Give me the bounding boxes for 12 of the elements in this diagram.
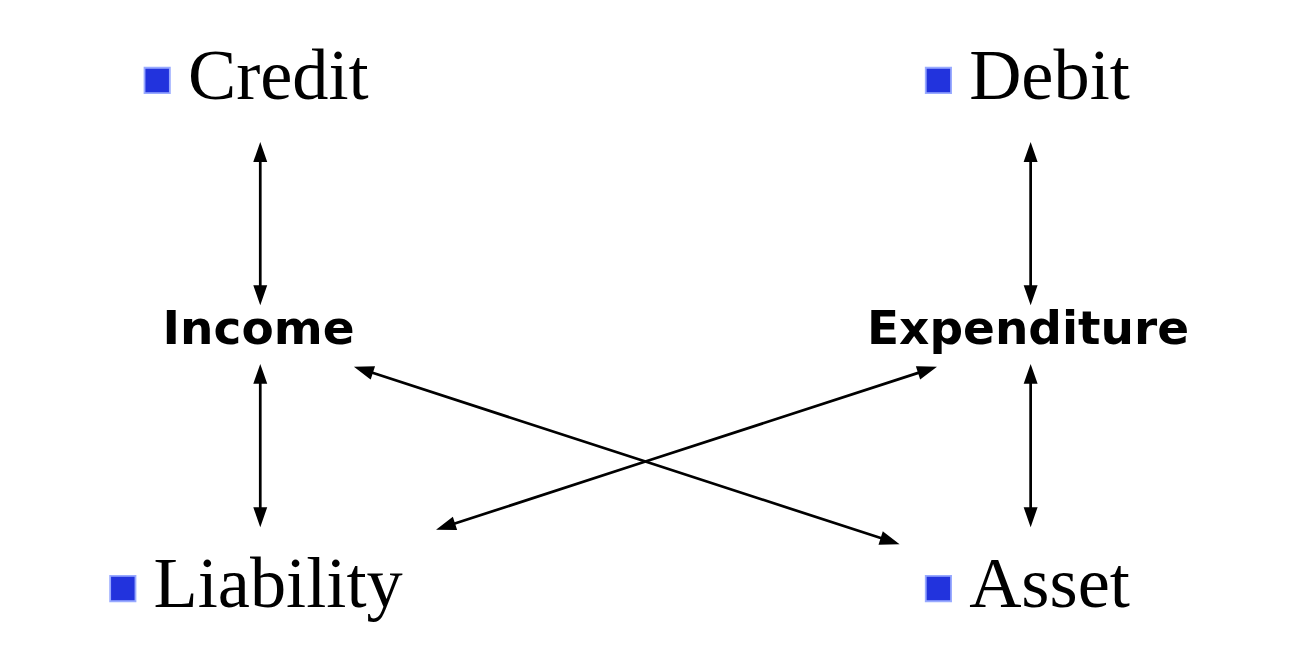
arrow xyxy=(1023,141,1038,306)
arrow xyxy=(435,366,937,531)
arrow xyxy=(1023,363,1038,528)
node-label: Debit xyxy=(968,34,1130,115)
arrow xyxy=(252,141,267,306)
arrow xyxy=(252,363,267,528)
node-label: Liability xyxy=(153,542,403,623)
node-text: Expenditure xyxy=(866,300,1189,356)
arrow xyxy=(353,366,900,545)
node-label: Credit xyxy=(187,34,369,115)
node-text: Income xyxy=(162,300,355,356)
node-label: Asset xyxy=(968,542,1130,623)
